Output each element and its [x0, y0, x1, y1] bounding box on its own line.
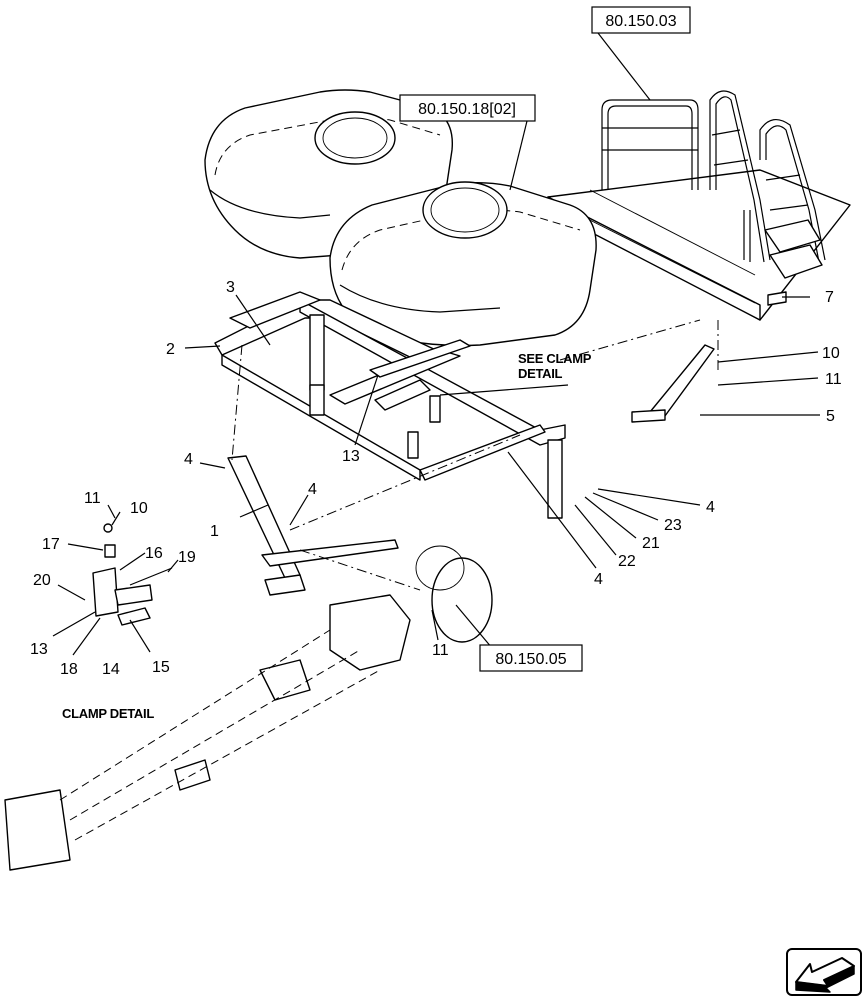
- callout-number: 3: [226, 279, 235, 296]
- callout-number: 20: [33, 572, 51, 589]
- reference-box-80-150-05[interactable]: 80.150.05: [479, 644, 583, 672]
- tank-right: [329, 181, 597, 347]
- callout-number: 4: [184, 451, 193, 468]
- callout-number: 13: [342, 448, 360, 465]
- callout-number: 11: [825, 371, 842, 388]
- callout-number: 11: [432, 642, 449, 659]
- reference-label: 80.150.03: [605, 13, 676, 30]
- reference-box-80-150-03[interactable]: 80.150.03: [591, 6, 691, 34]
- callout-number: 1: [210, 523, 219, 540]
- callout-number: 11: [84, 490, 101, 507]
- callout-number: 21: [642, 535, 660, 552]
- clamp-detail-caption: CLAMP DETAIL: [62, 706, 154, 721]
- clamp-detail-drawing: [92, 523, 173, 626]
- callout-number: 23: [664, 517, 682, 534]
- callout-number: 19: [178, 549, 196, 566]
- callout-number: 22: [618, 553, 636, 570]
- assembly-lines: [59, 319, 719, 841]
- callouts: 1 2 3 4 4 4 4 5 7 10 11 13 13 21 22 23 1…: [30, 279, 842, 678]
- callout-number: 16: [145, 545, 163, 562]
- brace-assembly: [227, 344, 715, 596]
- reference-label: 80.150.05: [495, 651, 566, 668]
- callout-number: 10: [130, 500, 148, 517]
- callout-number: 17: [42, 536, 60, 553]
- callout-number: 7: [825, 289, 834, 306]
- reference-box-80-150-18[interactable]: 80.150.18[02]: [399, 94, 536, 122]
- see-clamp-caption: SEE CLAMP: [518, 351, 592, 366]
- callout-number: 13: [30, 641, 48, 658]
- tow-hitch-assembly: [4, 545, 493, 871]
- callout-number: 14: [102, 661, 120, 678]
- nav-back-button[interactable]: [786, 948, 862, 996]
- leader-lines: [52, 32, 820, 656]
- callout-number: 4: [594, 571, 603, 588]
- callout-number: 4: [308, 481, 317, 498]
- callout-number: 5: [826, 408, 835, 425]
- callout-number: 18: [60, 661, 78, 678]
- see-clamp-caption-detail: DETAIL: [518, 366, 563, 381]
- tank-frame: [214, 291, 566, 519]
- callout-number: 10: [822, 345, 840, 362]
- callout-number: 2: [166, 341, 175, 358]
- platform-assembly: [547, 90, 851, 321]
- callout-number: 4: [706, 499, 715, 516]
- arrow-left-icon: [795, 957, 855, 993]
- callout-number: 15: [152, 659, 170, 676]
- reference-label: 80.150.18[02]: [418, 101, 516, 118]
